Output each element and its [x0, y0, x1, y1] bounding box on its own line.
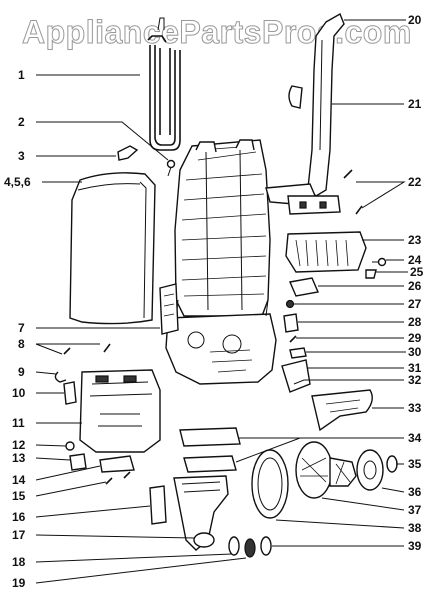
callout-8: 8	[18, 337, 25, 351]
part-latch-14	[99, 455, 135, 473]
part-wheel-12	[65, 441, 75, 451]
callout-10: 10	[12, 386, 26, 400]
part-guide-31	[281, 359, 311, 393]
part-gasket-30	[289, 347, 307, 359]
part-bag-door	[159, 283, 179, 335]
callout-38: 38	[408, 521, 422, 535]
part-power-cord	[147, 17, 181, 151]
callout-34: 34	[408, 431, 422, 445]
callout-22: 22	[408, 175, 422, 189]
callout-labels-right: 20 21 22 23 24 25 26 27 28 29 30 31 32 3…	[408, 13, 424, 553]
part-filter-panel	[149, 485, 167, 525]
part-handle-screws	[343, 169, 363, 215]
part-brushroll-end	[69, 453, 87, 471]
callout-14: 14	[12, 473, 26, 487]
callout-26: 26	[408, 279, 422, 293]
part-nut	[285, 299, 295, 309]
callout-28: 28	[408, 315, 422, 329]
callout-labels-left: 1 2 3 4,5,6 7 8 9 10 11 12 13 14 15 16 1…	[4, 68, 31, 590]
callout-20: 20	[408, 13, 422, 27]
callout-3: 3	[18, 149, 25, 163]
callout-31: 31	[408, 361, 422, 375]
callout-30: 30	[408, 345, 422, 359]
part-screws-15	[105, 471, 131, 485]
part-exhaust-cover-hatch	[325, 399, 361, 413]
callout-36: 36	[408, 485, 422, 499]
part-motor-assembly	[251, 441, 398, 556]
part-filter-sheets	[179, 427, 241, 473]
callout-23: 23	[408, 233, 422, 247]
part-nozzle-base	[79, 369, 161, 453]
part-ring-19	[244, 538, 256, 558]
part-handle-assembly	[265, 12, 345, 215]
part-screws-8	[63, 343, 111, 355]
callout-12: 12	[12, 438, 26, 452]
callout-32: 32	[408, 373, 422, 387]
callout-16: 16	[12, 510, 26, 524]
part-hook-9	[54, 371, 67, 383]
callout-25: 25	[410, 265, 424, 279]
part-switch-components	[365, 257, 387, 279]
callout-13: 13	[12, 451, 26, 465]
part-cord-hook	[117, 145, 139, 161]
callout-24: 24	[408, 253, 422, 267]
callout-21: 21	[408, 97, 422, 111]
callout-27: 27	[408, 297, 422, 311]
part-outer-bag	[69, 172, 156, 325]
part-switch-block	[283, 313, 299, 333]
part-bag-door-hatch	[163, 293, 175, 317]
callout-2: 2	[18, 115, 25, 129]
callout-15: 15	[12, 489, 26, 503]
callout-9: 9	[18, 365, 25, 379]
callout-19: 19	[12, 576, 26, 590]
callout-17: 17	[12, 528, 26, 542]
callout-18: 18	[12, 555, 26, 569]
part-ring-18	[228, 536, 240, 556]
leader-lines-right	[235, 19, 408, 547]
part-switch-plate	[289, 277, 319, 297]
callout-11: 11	[12, 416, 25, 430]
part-cord-clip	[166, 159, 176, 177]
part-pedal-lever	[63, 381, 77, 405]
callout-39: 39	[408, 539, 422, 553]
part-duct-assembly	[173, 475, 229, 551]
callout-35: 35	[408, 457, 422, 471]
callout-7: 7	[18, 321, 25, 335]
leader-lines-left	[35, 74, 247, 584]
callout-1: 1	[18, 68, 25, 82]
callout-4-5-6: 4,5,6	[4, 175, 31, 189]
part-main-housing	[165, 139, 277, 385]
part-switch-housing	[285, 231, 367, 273]
callout-37: 37	[408, 503, 422, 517]
part-screw-29	[289, 335, 297, 343]
callout-29: 29	[408, 331, 422, 345]
callout-33: 33	[408, 401, 422, 415]
